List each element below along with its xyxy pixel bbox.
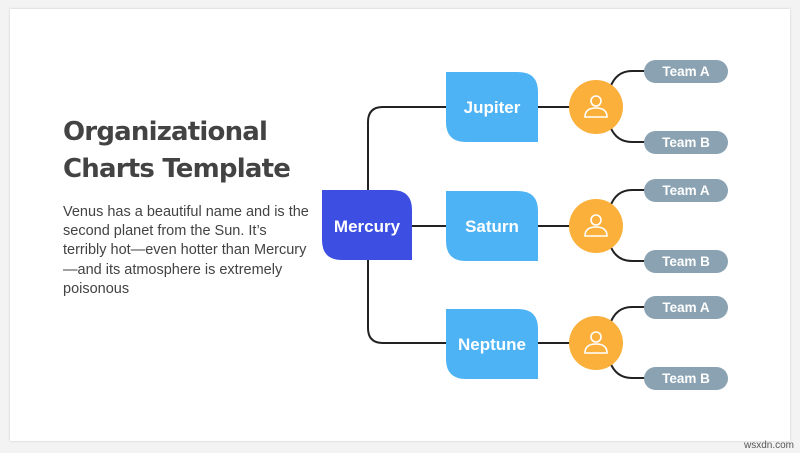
slide-title: Organizational Charts Template (63, 117, 291, 184)
connector-root-jupiter (367, 106, 447, 190)
node-jupiter-label: Jupiter (464, 98, 521, 117)
connector-neptune-team-a (609, 306, 648, 325)
connector-root-neptune (367, 260, 447, 344)
connector-neptune-team-b (609, 361, 648, 379)
team-label: Team B (662, 371, 710, 386)
connector-jupiter-team-a (609, 70, 648, 89)
team-saturn-b: Team B (644, 250, 728, 273)
person-icon (584, 95, 608, 118)
node-mercury: Mercury (322, 190, 412, 260)
team-label: Team B (662, 254, 710, 269)
person-jupiter (569, 80, 623, 134)
team-label: Team B (662, 135, 710, 150)
slide-description: Venus has a beautiful name and is the se… (63, 204, 309, 297)
node-neptune: Neptune (446, 309, 538, 379)
node-jupiter: Jupiter (446, 72, 538, 142)
node-saturn-label: Saturn (465, 217, 519, 236)
connector-jupiter-team-b (609, 125, 648, 143)
connector-saturn-team-a (609, 189, 648, 208)
team-label: Team A (662, 183, 710, 198)
team-jupiter-a: Team A (644, 60, 728, 83)
node-neptune-label: Neptune (458, 335, 526, 354)
person-neptune (569, 316, 623, 370)
watermark: wsxdn.com (743, 440, 794, 451)
node-saturn: Saturn (446, 191, 538, 261)
team-neptune-b: Team B (644, 367, 728, 390)
person-icon (584, 331, 608, 354)
person-icon (584, 214, 608, 237)
person-saturn (569, 199, 623, 253)
team-saturn-a: Team A (644, 179, 728, 202)
team-label: Team A (662, 300, 710, 315)
team-jupiter-b: Team B (644, 131, 728, 154)
team-label: Team A (662, 64, 710, 79)
connector-saturn-team-b (609, 244, 648, 262)
node-mercury-label: Mercury (334, 217, 401, 236)
team-neptune-a: Team A (644, 296, 728, 319)
